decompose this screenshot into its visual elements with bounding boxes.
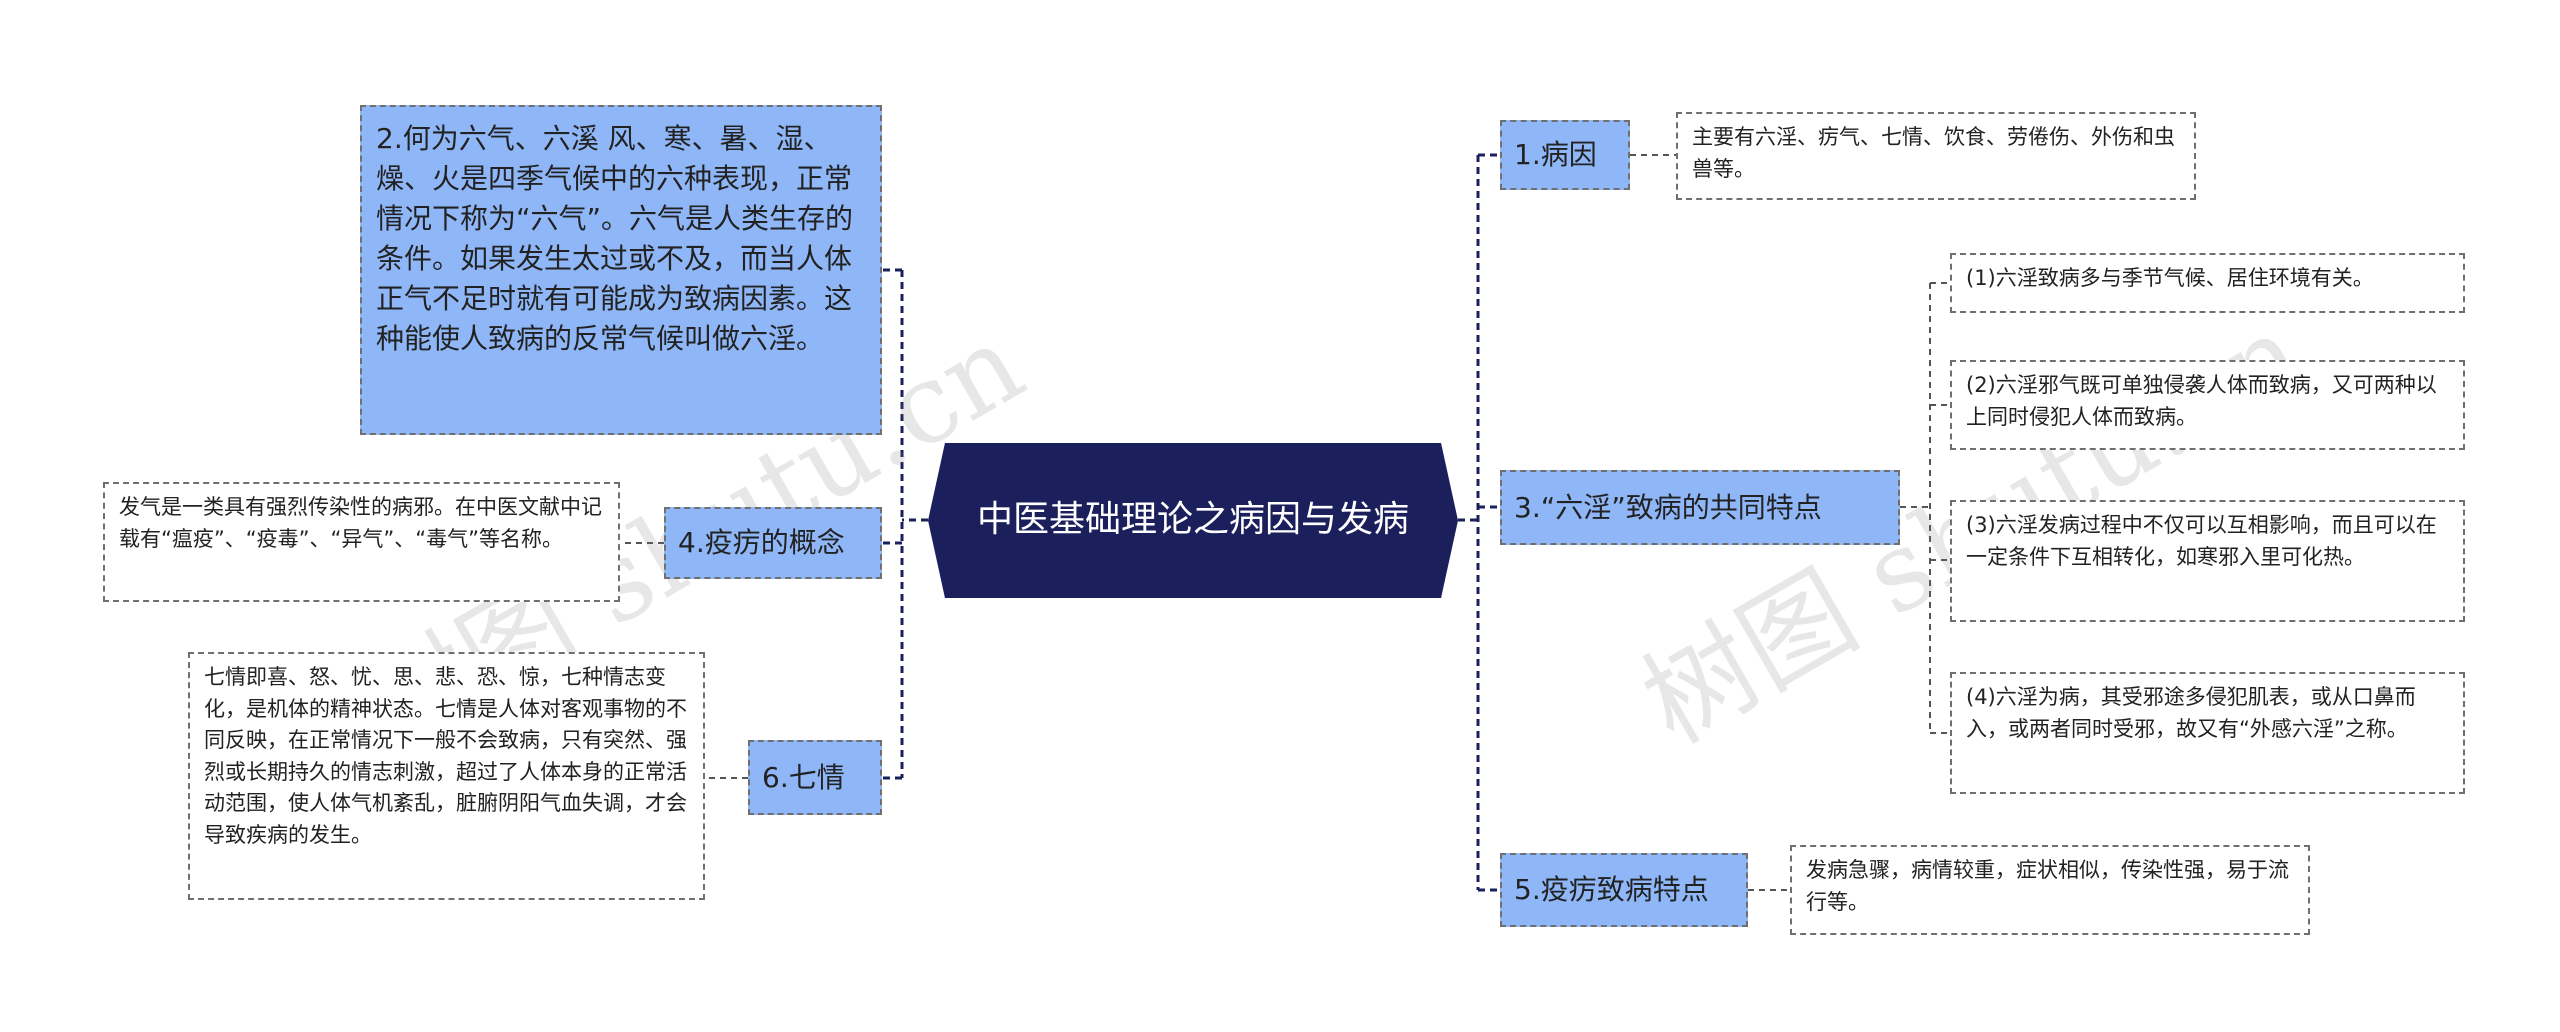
leaf-feature-3-text: (3)六淫发病过程中不仅可以互相影响，而且可以在一定条件下互相转化，如寒邪入里可… xyxy=(1966,513,2437,569)
leaf-feature-3[interactable]: (3)六淫发病过程中不仅可以互相影响，而且可以在一定条件下互相转化，如寒邪入里可… xyxy=(1950,500,2465,622)
branch-epidemic-features[interactable]: 5.疫疠致病特点 xyxy=(1500,853,1748,927)
leaf-epidemic-features-text: 发病急骤，病情较重，症状相似，传染性强，易于流行等。 xyxy=(1806,858,2289,914)
branch-epidemic-concept[interactable]: 4.疫疠的概念 xyxy=(664,507,882,579)
leaf-feature-4-text: (4)六淫为病，其受邪途多侵犯肌表，或从口鼻而入，或两者同时受邪，故又有“外感六… xyxy=(1966,685,2416,741)
leaf-epidemic-features-detail[interactable]: 发病急骤，病情较重，症状相似，传染性强，易于流行等。 xyxy=(1790,845,2310,935)
central-topic[interactable]: 中医基础理论之病因与发病 xyxy=(928,443,1458,598)
leaf-etiology-text: 主要有六淫、疠气、七情、饮食、劳倦伤、外伤和虫兽等。 xyxy=(1692,125,2175,181)
branch-etiology-label: 1.病因 xyxy=(1514,138,1597,172)
leaf-epidemic-concept-text: 发气是一类具有强烈传染性的病邪。在中医文献中记载有“瘟疫”、“疫毒”、“异气”、… xyxy=(119,495,602,551)
branch-etiology[interactable]: 1.病因 xyxy=(1500,120,1630,190)
leaf-feature-2-text: (2)六淫邪气既可单独侵袭人体而致病，又可两种以上同时侵犯人体而致病。 xyxy=(1966,373,2437,429)
leaf-epidemic-concept-detail[interactable]: 发气是一类具有强烈传染性的病邪。在中医文献中记载有“瘟疫”、“疫毒”、“异气”、… xyxy=(103,482,620,602)
leaf-seven-emotions-text: 七情即喜、怒、忧、思、悲、恐、惊，七种情志变化，是机体的精神状态。七情是人体对客… xyxy=(204,665,687,847)
branch-seven-emotions-label: 6.七情 xyxy=(762,760,845,794)
leaf-feature-4[interactable]: (4)六淫为病，其受邪途多侵犯肌表，或从口鼻而入，或两者同时受邪，故又有“外感六… xyxy=(1950,672,2465,794)
branch-epidemic-concept-label: 4.疫疠的概念 xyxy=(678,526,845,560)
branch-seven-emotions[interactable]: 6.七情 xyxy=(748,740,882,815)
branch-epidemic-features-label: 5.疫疠致病特点 xyxy=(1514,873,1709,907)
leaf-feature-1[interactable]: (1)六淫致病多与季节气候、居住环境有关。 xyxy=(1950,253,2465,313)
leaf-feature-2[interactable]: (2)六淫邪气既可单独侵袭人体而致病，又可两种以上同时侵犯人体而致病。 xyxy=(1950,360,2465,450)
leaf-seven-emotions-detail[interactable]: 七情即喜、怒、忧、思、悲、恐、惊，七种情志变化，是机体的精神状态。七情是人体对客… xyxy=(188,652,705,900)
leaf-feature-1-text: (1)六淫致病多与季节气候、居住环境有关。 xyxy=(1966,266,2374,290)
central-topic-label: 中医基础理论之病因与发病 xyxy=(976,499,1409,541)
leaf-etiology-detail[interactable]: 主要有六淫、疠气、七情、饮食、劳倦伤、外伤和虫兽等。 xyxy=(1676,112,2196,200)
branch-six-qi-label: 2.何为六气、六溪 风、寒、暑、湿、燥、火是四季气候中的六种表现，正常情况下称为… xyxy=(376,122,854,356)
branch-six-excesses-features[interactable]: 3.“六淫”致病的共同特点 xyxy=(1500,470,1900,545)
branch-six-excesses-label: 3.“六淫”致病的共同特点 xyxy=(1514,490,1822,524)
branch-six-qi[interactable]: 2.何为六气、六溪 风、寒、暑、湿、燥、火是四季气候中的六种表现，正常情况下称为… xyxy=(360,105,882,435)
